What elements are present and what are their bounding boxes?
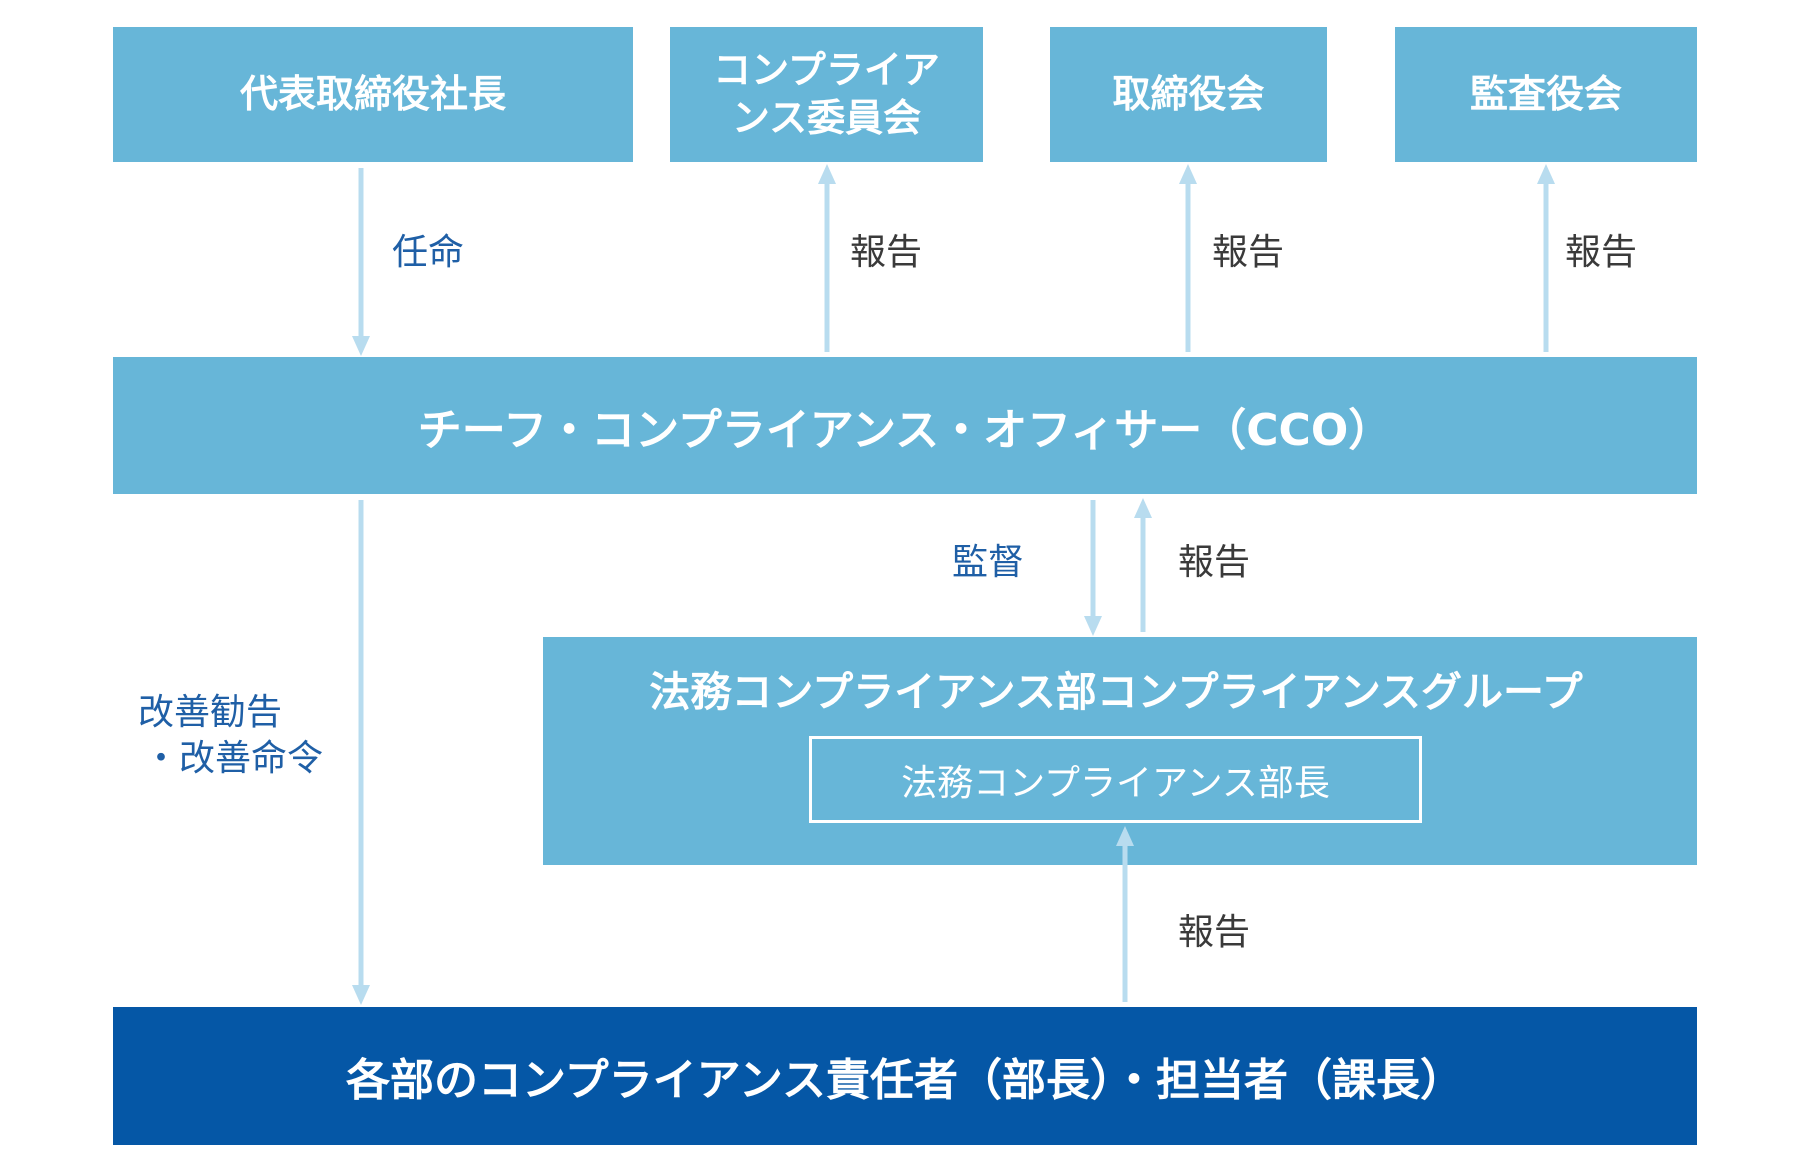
supervise-label: 監督 xyxy=(952,542,1025,583)
report-board-label: 報告 xyxy=(1212,232,1285,273)
department-head-label: 法務コンプライアンス部長 xyxy=(901,762,1330,804)
report-group-label: 報告 xyxy=(1178,542,1251,583)
advice-label-line2: ・改善命令 xyxy=(143,738,324,779)
advice-arrow xyxy=(352,500,370,1005)
compliance-group-title: 法務コンプライアンス部コンプライアンスグループ xyxy=(649,668,1583,716)
appoint-label: 任命 xyxy=(392,232,465,273)
report-group-arrow xyxy=(1134,498,1152,632)
report-committee-label: 報告 xyxy=(850,232,923,273)
board-label: 取締役会 xyxy=(1112,71,1265,116)
report-auditors-arrow xyxy=(1537,164,1555,352)
president-box: 代表取締役社長 xyxy=(113,27,633,162)
report-dept-arrow xyxy=(1116,826,1134,1002)
committee-label-line1: コンプライア xyxy=(713,48,940,92)
compliance-group-box xyxy=(543,637,1697,865)
cco-box: チーフ・コンプライアンス・オフィサー（CCO） xyxy=(113,357,1697,494)
auditors-label: 監査役会 xyxy=(1469,71,1622,116)
appoint-arrow xyxy=(352,168,370,356)
report-committee-arrow xyxy=(818,164,836,352)
advice-label-line1: 改善勧告 xyxy=(138,692,283,733)
auditors-box: 監査役会 xyxy=(1395,27,1697,162)
report-dept-label: 報告 xyxy=(1178,912,1251,953)
department-managers-label: 各部のコンプライアンス責任者（部長）・担当者（課長） xyxy=(345,1055,1465,1106)
committee-label-line2: ンス委員会 xyxy=(731,95,922,140)
supervise-arrow xyxy=(1084,500,1102,636)
compliance-committee-box: コンプライア ンス委員会 xyxy=(670,27,983,162)
department-managers-box: 各部のコンプライアンス責任者（部長）・担当者（課長） xyxy=(113,1007,1697,1145)
compliance-department-head-box: 法務コンプライアンス部長 xyxy=(809,736,1422,823)
cco-label: チーフ・コンプライアンス・オフィサー（CCO） xyxy=(417,404,1393,456)
board-box: 取締役会 xyxy=(1050,27,1327,162)
president-label: 代表取締役社長 xyxy=(239,71,506,116)
report-auditors-label: 報告 xyxy=(1565,232,1638,273)
report-board-arrow xyxy=(1179,164,1197,352)
